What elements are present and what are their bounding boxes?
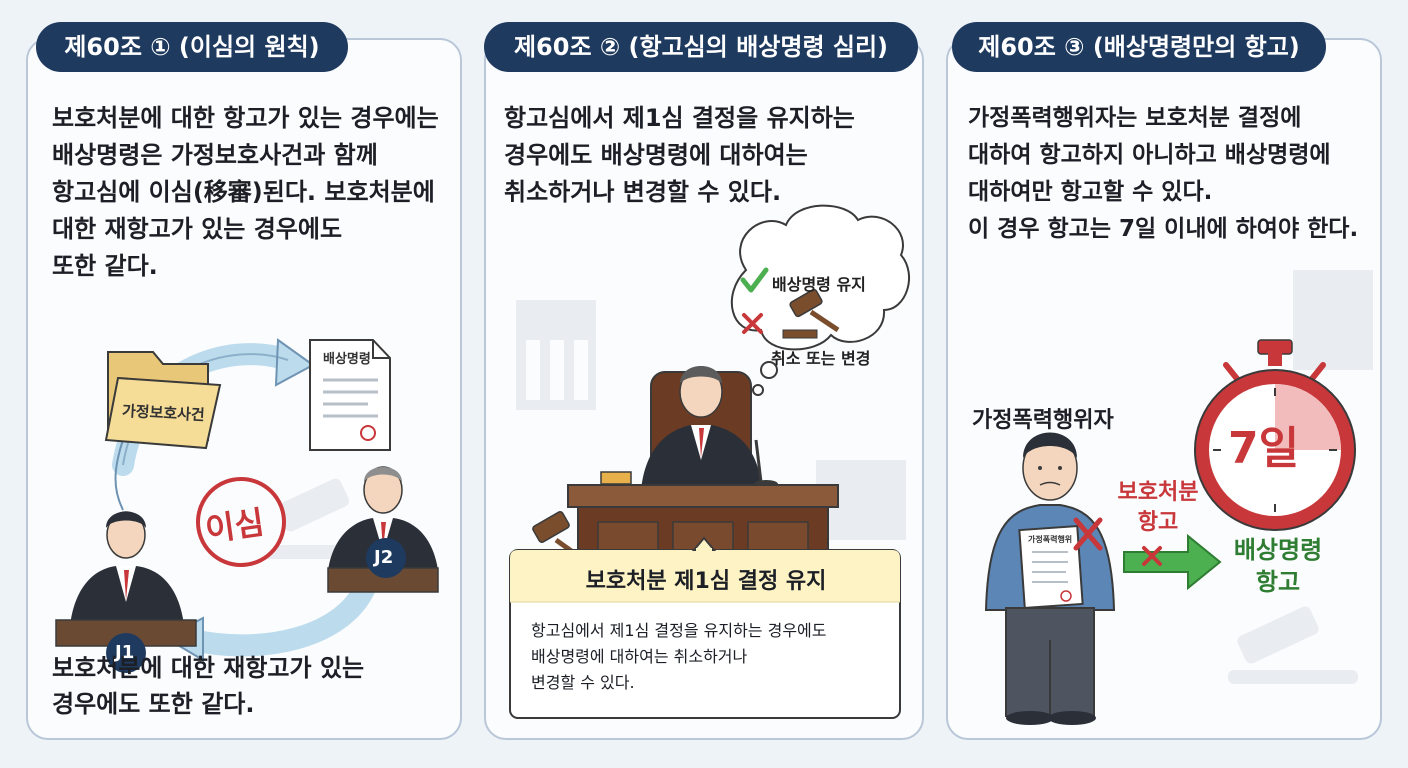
rejected-label: 보호처분 항고 — [1098, 478, 1218, 538]
body-line: 배상명령은 가정보호사건과 함께 — [52, 141, 378, 169]
banner-line: 변경할 수 있다. — [531, 673, 635, 692]
panel2-illustration — [509, 204, 910, 719]
body-line: 대한 재항고가 있는 경우에도 — [52, 215, 343, 243]
allowed-label: 배상명령 항고 — [1220, 534, 1336, 598]
body-line: 대하여 항고하지 아니하고 배상명령에 — [968, 142, 1331, 168]
panel2-body: 항고심에서 제1심 결정을 유지하는 경우에도 배상명령에 대하여는 취소하거나… — [504, 100, 855, 211]
panel-article-60-2: 배상명령 유지 취소 또는 변경 보호처분 제1심 결정 유지 항고심에서 제1… — [484, 38, 924, 740]
banner-line: 배상명령에 대하여는 취소하거나 — [531, 647, 748, 666]
panel-article-60-1: 가정보호사건 배상명령 이심 J1 J2 — [26, 38, 462, 740]
rejected-line: 항고 — [1137, 510, 1179, 535]
judge1-label: J1 — [115, 642, 135, 663]
banner-box — [509, 536, 901, 719]
panel-article-60-3: 가정폭력행위자 가정폭력행위 7일 보호처분 항고 배상명령 항고 — [946, 38, 1382, 740]
gavel-icon — [782, 288, 840, 339]
tab-article-60-1: 제60조 ① (이심의 원칙) — [36, 22, 348, 72]
body-line: 가정폭력행위자는 보호처분 결정에 — [968, 105, 1302, 131]
allowed-line: 배상명령 — [1233, 536, 1323, 564]
bubble-keep-label: 배상명령 유지 — [772, 275, 866, 294]
tab-article-60-3: 제60조 ③ (배상명령만의 항고) — [952, 22, 1326, 72]
body-line: 취소하거나 변경할 수 있다. — [504, 178, 782, 206]
stamp-label: 이심 — [202, 503, 267, 549]
stopwatch-icon — [1194, 339, 1356, 531]
allowed-line: 항고 — [1255, 568, 1301, 596]
paper-label: 가정폭력행위 — [1028, 535, 1073, 544]
body-line: 항고심에 이심(移審)된다. 보호처분에 — [52, 178, 435, 206]
folder-icon — [104, 351, 222, 450]
body-line: 또한 같다. — [52, 252, 158, 280]
footer-line: 경우에도 또한 같다. — [52, 690, 255, 718]
folder-label: 가정보호사건 — [121, 401, 206, 425]
timer-label: 7일 — [1228, 423, 1300, 474]
stamp-icon — [196, 477, 286, 567]
rejected-line: 보호처분 — [1117, 480, 1199, 505]
document-label: 배상명령 — [323, 352, 371, 367]
judge1-icon — [55, 511, 197, 673]
footer-line: 보호처분에 대한 재항고가 있는 — [52, 654, 365, 682]
body-line: 항고심에서 제1심 결정을 유지하는 — [504, 104, 855, 132]
person-label: 가정폭력행위자 — [972, 408, 1114, 433]
banner-body: 항고심에서 제1심 결정을 유지하는 경우에도 배상명령에 대하여는 취소하거나… — [531, 618, 826, 696]
panel3-illustration — [984, 270, 1373, 725]
panel1-illustration — [55, 338, 439, 673]
body-line: 이 경우 항고는 7일 이내에 하여야 한다. — [968, 216, 1359, 242]
arrow-right-icon — [1123, 533, 1222, 591]
body-line: 경우에도 배상명령에 대하여는 — [504, 141, 808, 169]
bubble-change-label: 취소 또는 변경 — [771, 349, 871, 368]
banner-title: 보호처분 제1심 결정 유지 — [585, 569, 827, 594]
thought-bubble — [730, 204, 910, 396]
panel1-footer: 보호처분에 대한 재항고가 있는 경우에도 또한 같다. — [52, 650, 364, 722]
tab-article-60-2: 제60조 ② (항고심의 배상명령 심리) — [484, 22, 918, 72]
judge2-icon — [327, 466, 439, 593]
body-line: 보호처분에 대한 항고가 있는 경우에는 — [52, 104, 439, 132]
banner-line: 항고심에서 제1심 결정을 유지하는 경우에도 — [531, 621, 827, 640]
paper-icon — [1018, 525, 1084, 609]
panel1-body: 보호처분에 대한 항고가 있는 경우에는 배상명령은 가정보호사건과 함께 항고… — [52, 100, 439, 285]
body-line: 대하여만 항고할 수 있다. — [968, 179, 1213, 205]
judge2-label: J2 — [374, 547, 394, 568]
document-icon — [309, 339, 391, 451]
panel3-body: 가정폭력행위자는 보호처분 결정에 대하여 항고하지 아니하고 배상명령에 대하… — [968, 100, 1358, 248]
judge-icon — [641, 366, 762, 490]
